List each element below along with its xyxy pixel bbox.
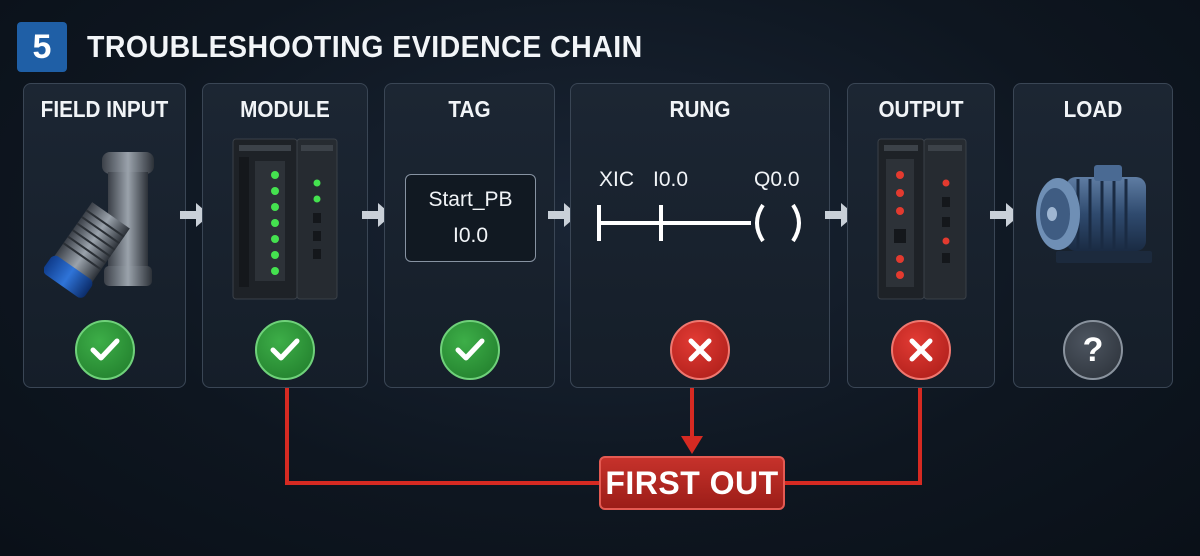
header: 5 TROUBLESHOOTING EVIDENCE CHAIN (17, 22, 691, 72)
contact-address: I0.0 (653, 168, 689, 191)
status-x-icon (670, 320, 730, 380)
panel-tag: TAG Start_PB I0.0 (384, 83, 555, 388)
panel-title: MODULE (240, 96, 330, 122)
io-module-green-leds-icon (232, 138, 338, 300)
status-check-icon (255, 320, 315, 380)
first-out-badge: FIRST OUT (599, 456, 785, 510)
panel-title: FIELD INPUT (40, 96, 169, 122)
ladder-rung-icon (597, 203, 801, 243)
tag-address: I0.0 (452, 224, 489, 247)
io-module-red-leds-icon (877, 138, 967, 300)
tag-box: Start_PB I0.0 (405, 174, 536, 262)
step-number-badge: 5 (17, 22, 67, 72)
tag-name: Start_PB (428, 188, 513, 211)
status-question-icon: ? (1063, 320, 1123, 380)
panel-title: RUNG (669, 96, 731, 122)
status-x-icon (891, 320, 951, 380)
panel-output: OUTPUT (847, 83, 995, 388)
coil-address: Q0.0 (754, 168, 800, 191)
down-arrow-icon (681, 436, 703, 454)
status-check-icon (439, 320, 500, 380)
instruction-label: XIC (599, 168, 635, 191)
panel-field-input: FIELD INPUT (23, 83, 186, 388)
electric-motor-icon (1036, 165, 1152, 263)
panel-rung: RUNG XIC I0.0 Q0.0 (570, 83, 830, 388)
status-check-icon (74, 320, 135, 380)
panel-title: TAG (448, 96, 491, 122)
panel-title: OUTPUT (878, 96, 964, 122)
panel-load: LOAD ? (1013, 83, 1173, 388)
panel-module: MODULE (202, 83, 368, 388)
panel-title: LOAD (1063, 96, 1123, 122)
proximity-sensor-icon (44, 152, 154, 298)
page-title: TROUBLESHOOTING EVIDENCE CHAIN (87, 29, 643, 64)
